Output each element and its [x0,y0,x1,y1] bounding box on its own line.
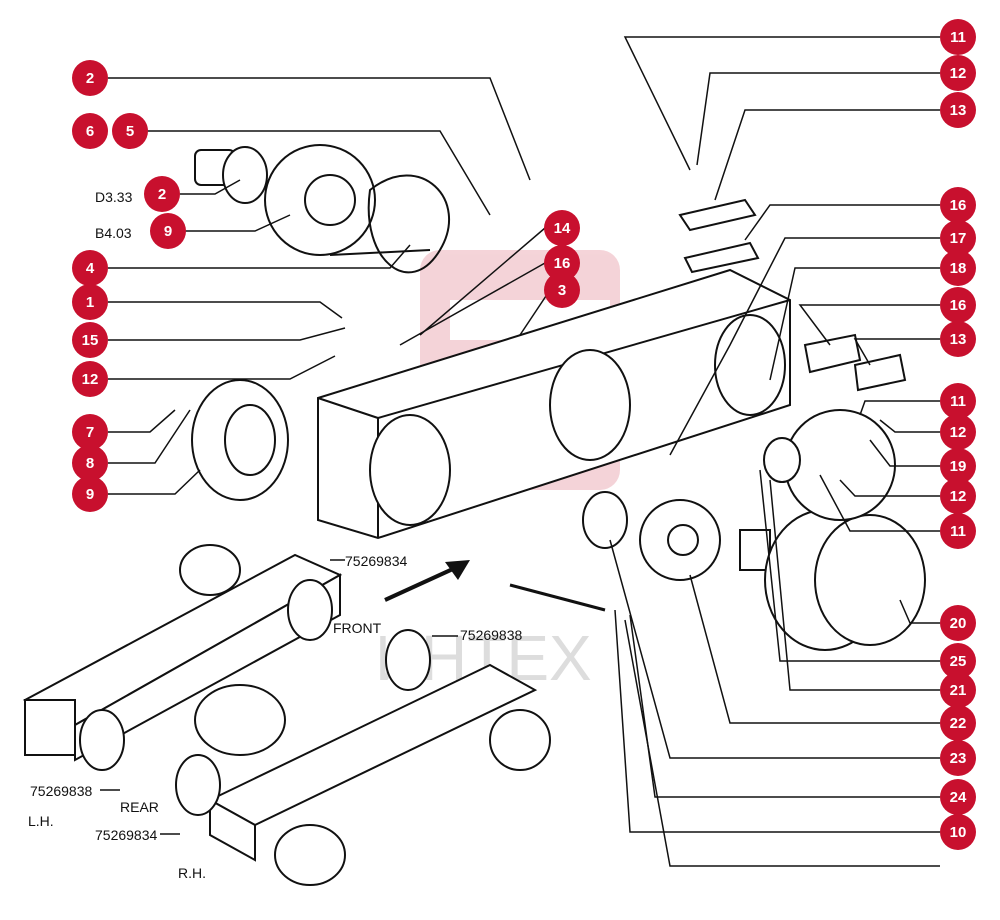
callout: 2 [72,60,108,96]
cover-plate-right [678,198,907,521]
svg-text:16: 16 [950,197,967,214]
callout: 5 [112,113,148,149]
callout: 19 [940,448,976,484]
leader-lines [108,36,940,867]
callout: 24 [940,779,976,815]
svg-text:16: 16 [950,297,967,314]
callout: 12 [940,414,976,450]
callout: 7 [72,414,108,450]
svg-text:12: 12 [950,65,967,82]
final-drive-motor [739,509,926,651]
callout: 17 [940,220,976,256]
callout: 1 [72,284,108,320]
callout: 21 [940,672,976,708]
shaft [509,583,606,612]
callout: 8 [72,445,108,481]
svg-text:19: 19 [950,458,967,475]
svg-text:11: 11 [950,393,966,410]
svg-text:2: 2 [158,186,166,203]
callout: 16 [940,187,976,223]
callout: 12 [940,478,976,514]
svg-text:11: 11 [950,523,966,540]
svg-text:16: 16 [554,255,571,272]
svg-text:23: 23 [950,750,967,767]
svg-text:8: 8 [86,455,94,472]
svg-text:14: 14 [554,220,571,237]
front-arrow-icon [384,560,470,602]
callout: 3 [544,272,580,308]
svg-text:12: 12 [950,488,967,505]
callout: 2 [144,176,180,212]
callout: 11 [940,383,976,419]
svg-text:13: 13 [950,102,967,119]
svg-text:7: 7 [86,424,94,441]
chain [329,174,451,274]
callout: 13 [940,92,976,128]
callout: 11 [940,19,976,55]
svg-text:17: 17 [950,230,967,247]
callout: 16 [544,245,580,281]
svg-text:13: 13 [950,331,967,348]
callout: 15 [72,322,108,358]
callout: 16 [940,287,976,323]
label-front: FRONT [333,620,382,636]
callout: 14 [544,210,580,246]
callout: 20 [940,605,976,641]
svg-text:25: 25 [950,653,967,670]
svg-text:9: 9 [164,223,172,240]
svg-text:12: 12 [950,424,967,441]
callout: 23 [940,740,976,776]
callout: 4 [72,250,108,286]
svg-text:21: 21 [950,682,967,699]
undercarriage-overview [22,544,551,886]
callout: 25 [940,643,976,679]
callouts: 2 6 5 2 9 4 14 16 3 1 15 12 7 8 9 11 12 … [72,19,976,850]
callout: 9 [150,213,186,249]
svg-text:5: 5 [126,123,134,140]
part-number-b: 75269838 [460,627,523,643]
chaincase-housing [317,268,791,540]
part-number-d: 75269834 [95,827,158,843]
svg-text:9: 9 [86,486,94,503]
partial-code-2: B4.03 [95,225,132,241]
partial-code-1: D3.33 [95,189,133,205]
callout: 9 [72,476,108,512]
svg-text:1: 1 [86,294,94,311]
part-number-a: 75269834 [345,553,408,569]
label-rear: REAR [120,799,159,815]
callout: 12 [72,361,108,397]
svg-text:10: 10 [950,824,967,841]
callout: 22 [940,705,976,741]
callout: 10 [940,814,976,850]
callout: 12 [940,55,976,91]
svg-text:2: 2 [86,70,94,87]
svg-text:22: 22 [950,715,967,732]
flange-left [191,379,289,501]
callout: 18 [940,250,976,286]
svg-text:18: 18 [950,260,967,277]
sprocket-bottom [582,437,801,581]
part-number-c: 75269838 [30,783,93,799]
callout: 6 [72,113,108,149]
sprocket-top [194,144,376,256]
svg-text:6: 6 [86,123,94,140]
svg-text:4: 4 [86,260,95,277]
svg-text:12: 12 [82,371,99,388]
callout: 11 [940,513,976,549]
svg-text:15: 15 [82,332,99,349]
callout: 13 [940,321,976,357]
svg-text:20: 20 [950,615,967,632]
label-rh: R.H. [178,865,206,881]
label-lh: L.H. [28,813,54,829]
svg-text:3: 3 [558,282,566,299]
svg-text:11: 11 [950,29,966,46]
svg-text:24: 24 [950,789,967,806]
